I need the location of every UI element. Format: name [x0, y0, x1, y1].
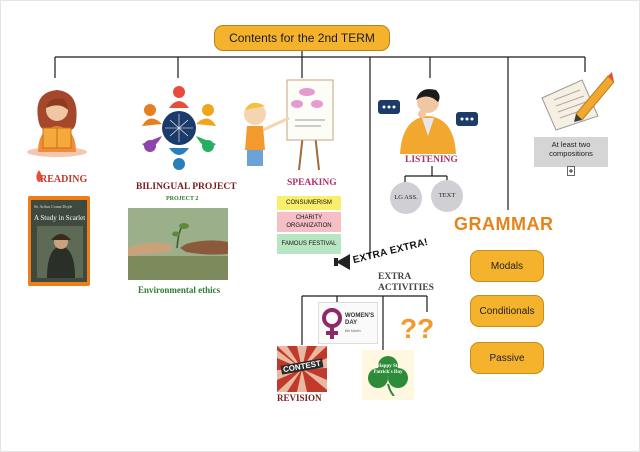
contest-poster[interactable]: CONTEST	[277, 346, 327, 392]
presenter-boy-illustration	[244, 79, 334, 171]
female-symbol-icon	[322, 308, 342, 339]
book-author: Sir Arthur Conan Doyle	[34, 204, 73, 209]
grammar-item-modals: Modals	[470, 250, 544, 282]
book-cover[interactable]: Sir Arthur Conan Doyle A Study in Scarle…	[28, 196, 90, 286]
st-patricks-card[interactable]: Happy St. Patrick's Day	[362, 350, 414, 400]
listening-label: LISTENING	[405, 155, 458, 165]
womens-day-title: WOMEN'S DAY	[345, 313, 375, 326]
svg-text:??: ??	[400, 313, 434, 344]
reading-girl-illustration	[27, 90, 87, 157]
grammar-item-conditionals: Conditionals	[470, 295, 544, 327]
grammar-title: GRAMMAR	[454, 214, 554, 234]
listening-item-text: TEXT	[431, 180, 463, 212]
bilingual-project-label: BILINGUAL PROJECT	[136, 182, 237, 192]
womens-day-card[interactable]: WOMEN'S DAY 8th March	[318, 302, 378, 344]
shamrock-icon	[368, 356, 408, 396]
detective-figure-icon	[37, 226, 83, 278]
womens-day-date: 8th March	[345, 329, 361, 333]
st-patricks-text: Happy St. Patrick's Day	[373, 364, 403, 375]
main-title-pill: Contents for the 2nd TERM	[214, 25, 390, 51]
compositions-note: At least two compositions	[534, 137, 608, 167]
expand-icon[interactable]	[567, 166, 575, 176]
paper-pencil-icon	[541, 72, 614, 131]
grammar-item-passive: Passive	[470, 342, 544, 374]
reading-label: READING	[40, 174, 88, 185]
hands-sapling-photo	[128, 208, 228, 280]
project-number-label: PROJECT 2	[166, 196, 199, 202]
book-title: A Study in Scarlet	[34, 214, 86, 222]
question-marks-icon: ??	[400, 313, 434, 344]
flame-icon	[36, 170, 42, 182]
speaking-topic-consumerism: CONSUMERISM	[277, 196, 341, 210]
revision-label: REVISION	[277, 393, 322, 403]
people-network-icon	[142, 86, 216, 170]
speaking-topic-charity: CHARITY ORGANIZATION	[277, 212, 341, 232]
speaking-topic-festival: FAMOUS FESTIVAL	[277, 234, 341, 254]
megaphone-icon	[334, 254, 350, 270]
thinking-man-illustration	[378, 89, 478, 154]
speaking-label: SPEAKING	[287, 178, 337, 188]
compositions-text: At least two compositions	[549, 140, 593, 158]
extra-activities-label: EXTRA ACTIVITIES	[378, 272, 434, 293]
environmental-ethics-label: Environmental ethics	[138, 285, 221, 295]
listening-item-lg-ass: LG ASS.	[390, 182, 422, 214]
